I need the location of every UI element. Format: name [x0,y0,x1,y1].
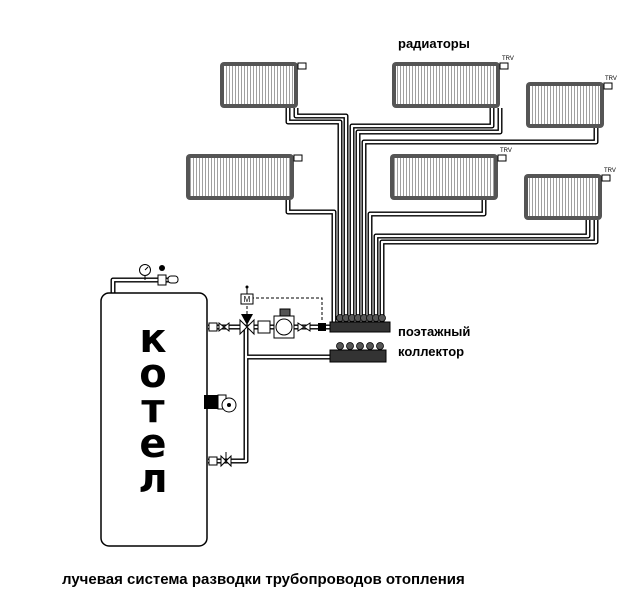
safety-valve-icon [157,265,179,286]
trv-label: TRV [502,56,514,62]
burner-fan-icon [204,394,237,413]
radiator [392,62,509,108]
radiators [186,62,613,220]
motor-icon: M [240,285,254,305]
boiler-letter: е [139,421,166,467]
caption: лучевая система разводки трубопроводов о… [62,571,465,588]
boiler [100,292,208,547]
radiator [220,62,307,108]
trv-label: TRV [604,168,616,174]
radiator [524,174,611,220]
three-way-valve-icon [239,314,255,336]
collector-label-line2: коллектор [398,344,464,359]
radiator [390,154,507,200]
manifold-collector [329,314,391,363]
drain-valve-icon [208,452,232,468]
motor-label: M [244,295,251,304]
sensor-icon [318,323,326,331]
trv-label: TRV [605,76,617,82]
boiler-label: к о т е л [138,316,167,502]
pump-icon [257,308,311,339]
boiler-letter: л [138,456,167,502]
pressure-gauge-icon [139,264,151,280]
boiler-letter: к [139,316,166,362]
trv-label: TRV [500,148,512,154]
control-line [246,297,323,322]
radiator [186,154,303,200]
shutoff-valve-icon [208,321,230,333]
boiler-letter: т [141,386,165,432]
radiator [526,82,613,128]
boiler-letter: о [139,351,166,397]
radiators-label: радиаторы [398,36,470,51]
collector-label-line1: поэтажный [398,324,470,339]
